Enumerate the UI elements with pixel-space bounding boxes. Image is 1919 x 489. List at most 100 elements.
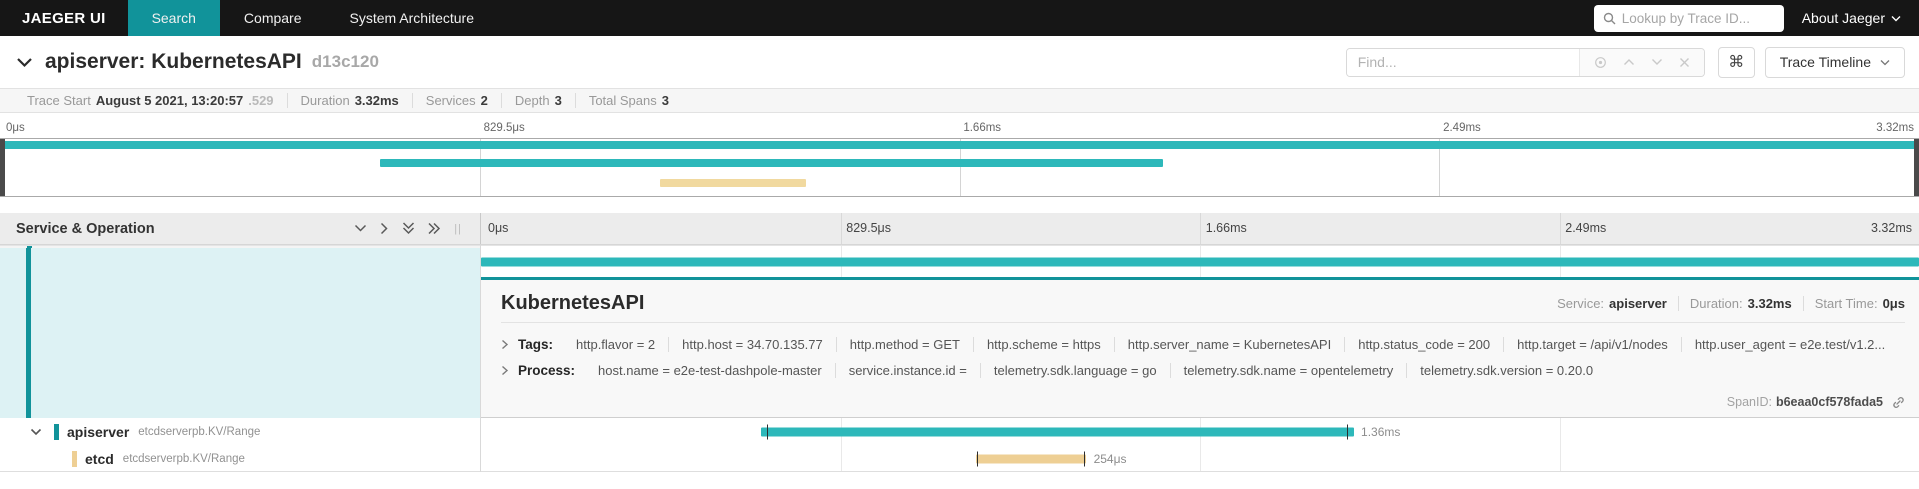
tags-row[interactable]: Tags: http.flavor = 2 http.host = 34.70.…	[501, 331, 1905, 357]
trace-header: apiserver: KubernetesAPI d13c120	[0, 36, 1919, 88]
row-gridline	[1559, 418, 1561, 446]
span-detail-panel: KubernetesAPI Service:apiserver Duration…	[481, 280, 1919, 418]
child-span-tick	[1346, 424, 1348, 440]
timeline-ruler: 0μs 829.5μs 1.66ms 2.49ms 3.32ms	[480, 213, 1919, 244]
minimap-tick-labels: 0μs 829.5μs 1.66ms 2.49ms 3.32ms	[0, 113, 1919, 138]
span-grid-header: Service & Operation || 0μ	[0, 213, 1919, 245]
tag-item: http.status_code = 200	[1345, 336, 1505, 352]
child-span-tick	[1083, 451, 1085, 466]
nav-tab-search[interactable]: Search	[127, 0, 220, 36]
process-row[interactable]: Process: host.name = e2e-test-dashpole-m…	[501, 357, 1905, 383]
minimap-tick: 0μs	[6, 122, 25, 134]
span-duration-bar[interactable]	[975, 454, 1087, 463]
collapse-all-icon[interactable]	[402, 222, 415, 235]
tag-item: http.flavor = 2	[563, 336, 670, 352]
nav-tab-system-architecture[interactable]: System Architecture	[349, 10, 475, 26]
minimap-span-bar	[379, 159, 1163, 167]
minimap-gridline	[1439, 139, 1441, 196]
chevron-right-icon[interactable]	[501, 365, 509, 376]
span-service-name: etcd	[85, 450, 114, 467]
detail-meta: Service:apiserver Duration:3.32ms Start …	[1546, 295, 1905, 311]
tag-item: http.host = 34.70.135.77	[669, 336, 837, 352]
span-duration-bar[interactable]	[481, 257, 1919, 266]
span-id-row: SpanID: b6eaa0cf578fada5	[501, 387, 1905, 417]
minimap-span-bar	[0, 141, 1919, 149]
span-operation-name: etcdserverpb.KV/Range	[138, 426, 261, 438]
find-input[interactable]	[1346, 48, 1579, 76]
span-color-accent	[72, 450, 77, 467]
nav-tab-compare[interactable]: Compare	[243, 10, 302, 26]
minimap-tick: 829.5μs	[483, 122, 525, 134]
process-item: telemetry.sdk.version = 0.20.0	[1420, 362, 1594, 378]
collapse-children-chevron-icon[interactable]	[30, 428, 42, 436]
jaeger-logo[interactable]: JAEGER UI	[22, 9, 106, 27]
span-row-apiserver-kvrange[interactable]: apiserver etcdserverpb.KV/Range 1.36ms	[0, 418, 1919, 446]
ruler-tick: 0μs	[488, 221, 509, 235]
span-operation-name: etcdserverpb.KV/Range	[122, 452, 245, 465]
minimap-span-bar	[660, 179, 806, 187]
minimap-gridline	[959, 139, 961, 196]
process-item: telemetry.sdk.name = opentelemetry	[1171, 362, 1408, 378]
trace-id-lookup[interactable]	[1593, 4, 1784, 32]
collapse-one-icon[interactable]	[354, 224, 367, 233]
span-id-label: SpanID:	[1726, 395, 1772, 409]
row-gridline	[840, 446, 842, 471]
match-highlight-icon[interactable]	[1594, 56, 1607, 69]
ruler-gridline	[1200, 213, 1201, 244]
trace-id-lookup-input[interactable]	[1621, 10, 1775, 26]
service-operation-header: Service & Operation	[16, 220, 155, 237]
minimap-tick: 2.49ms	[1443, 122, 1481, 134]
command-icon: ⌘	[1728, 54, 1745, 71]
span-duration-bar[interactable]	[761, 427, 1354, 437]
span-detail-accent-border	[481, 277, 1919, 280]
keyboard-shortcuts-button[interactable]: ⌘	[1717, 46, 1755, 78]
span-duration-label: 1.36ms	[1361, 425, 1401, 439]
process-item: service.instance.id =	[836, 362, 981, 378]
ruler-gridline	[1559, 213, 1561, 244]
prev-match-icon[interactable]	[1623, 58, 1635, 66]
tags-label: Tags:	[518, 336, 554, 352]
span-detail-section: KubernetesAPI Service:apiserver Duration…	[0, 248, 1919, 418]
ruler-tick: 3.32ms	[1871, 221, 1912, 235]
expand-one-icon[interactable]	[380, 222, 389, 235]
tag-item: http.scheme = https	[974, 336, 1115, 352]
chevron-right-icon[interactable]	[501, 339, 509, 350]
detail-divider	[501, 322, 1905, 323]
span-color-accent	[54, 424, 59, 440]
trace-view-selector[interactable]: Trace Timeline	[1764, 46, 1905, 78]
column-divider[interactable]	[480, 245, 481, 472]
trace-id-short: d13c120	[311, 52, 379, 71]
column-resize-handle[interactable]: ||	[454, 222, 462, 235]
minimap-gridline	[479, 139, 481, 196]
next-match-icon[interactable]	[1651, 58, 1663, 66]
span-row-etcd-kvrange[interactable]: etcd etcdserverpb.KV/Range 254μs	[0, 446, 1919, 472]
detail-operation-title: KubernetesAPI	[501, 291, 645, 314]
minimap-tick: 3.32ms	[1876, 122, 1914, 134]
chevron-down-icon	[1891, 15, 1901, 22]
trace-title: apiserver: KubernetesAPI	[45, 50, 302, 73]
timeline-minimap[interactable]	[0, 138, 1919, 197]
row-gridline	[1559, 446, 1561, 471]
tag-item: http.user_agent = e2e.test/v1.2...	[1694, 336, 1886, 352]
find-in-trace-group	[1345, 47, 1705, 77]
span-service-name: apiserver	[67, 424, 130, 440]
row-gridline	[1200, 446, 1201, 471]
clear-find-icon[interactable]	[1679, 57, 1690, 68]
tag-item: http.server_name = KubernetesAPI	[1115, 336, 1346, 352]
span-detail-left-cell[interactable]	[0, 248, 480, 418]
about-jaeger-menu[interactable]: About Jaeger	[1802, 10, 1901, 26]
span-color-accent	[26, 248, 31, 418]
child-span-tick	[767, 424, 769, 440]
minimap-left-scrubber[interactable]	[0, 139, 5, 196]
collapse-trace-chevron-icon[interactable]	[16, 57, 33, 68]
deep-link-icon[interactable]	[1892, 396, 1905, 409]
minimap-right-scrubber[interactable]	[1914, 139, 1919, 196]
ruler-tick: 829.5μs	[846, 221, 891, 235]
expand-all-icon[interactable]	[428, 222, 441, 235]
